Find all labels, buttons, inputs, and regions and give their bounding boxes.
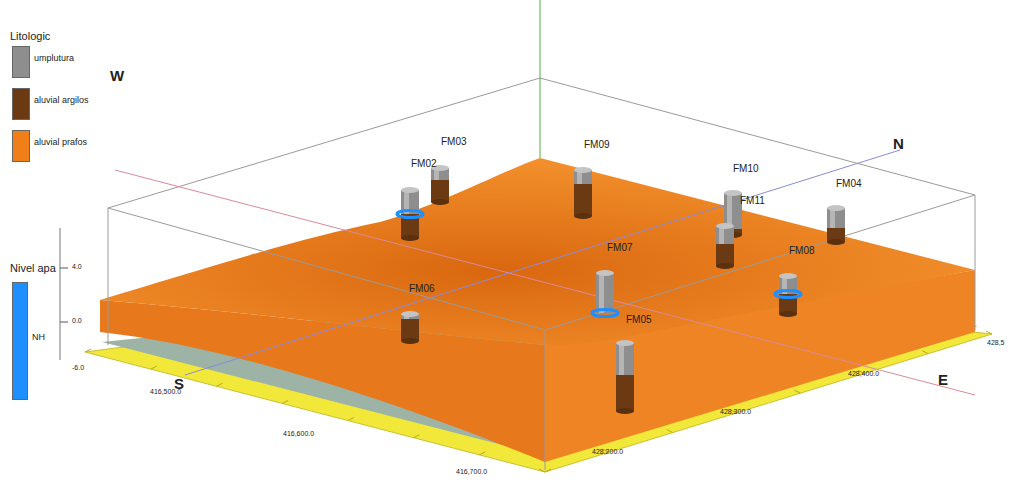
axis-tick xyxy=(60,322,68,323)
clay-layer xyxy=(716,244,734,266)
west-east-axis xyxy=(115,170,975,395)
grid-tick xyxy=(922,351,928,354)
fill-layer xyxy=(616,340,634,346)
legend-heading: Litologic xyxy=(10,30,50,42)
clay-layer xyxy=(431,180,449,202)
fill-layer xyxy=(574,167,592,173)
clay-layer xyxy=(779,311,797,317)
direction-label: E xyxy=(938,372,948,389)
grid-tick xyxy=(85,349,91,352)
fill-layer xyxy=(401,311,419,317)
vertical-axis xyxy=(540,0,541,158)
axis-value: 0.0 xyxy=(72,317,82,325)
clay-layer xyxy=(401,235,419,241)
legend-swatch xyxy=(12,46,30,78)
borehole-label: FM06 xyxy=(409,283,435,294)
slab-top xyxy=(100,158,975,345)
borehole xyxy=(431,165,449,205)
axis-tick xyxy=(60,268,68,269)
borehole-label: FM07 xyxy=(607,242,633,253)
clay-layer xyxy=(616,375,634,411)
fill-highlight xyxy=(619,343,624,375)
legend-text: aluvial prafos xyxy=(34,138,87,148)
fill-layer xyxy=(596,270,614,276)
fill-highlight xyxy=(599,273,604,313)
grid-tick xyxy=(282,400,288,403)
grid-coordinate: 416,500.0 xyxy=(150,388,181,396)
grid-tick xyxy=(216,383,222,386)
borehole-label: FM04 xyxy=(836,178,862,189)
borehole xyxy=(592,270,618,317)
borehole xyxy=(716,223,734,269)
elevation-axis xyxy=(60,228,61,360)
legend-heading: Nivel apa xyxy=(10,262,56,274)
direction-label: W xyxy=(110,68,124,85)
borehole-label: FM09 xyxy=(584,139,610,150)
grid-coordinate: 428,200.0 xyxy=(592,448,623,456)
borehole-label: FM08 xyxy=(789,245,815,256)
grid-tick xyxy=(414,435,420,438)
clay-layer xyxy=(574,213,592,219)
legend-swatch xyxy=(12,282,28,400)
clay-layer xyxy=(616,408,634,414)
borehole-label: FM11 xyxy=(740,195,765,206)
grid-tick xyxy=(986,331,992,334)
clay-layer xyxy=(401,338,419,344)
clay-layer xyxy=(716,263,734,269)
legend-swatch xyxy=(12,88,30,120)
grid-coordinate: 428,300.0 xyxy=(720,408,751,416)
legend-text: umplutura xyxy=(34,54,74,64)
grid-tick xyxy=(151,366,157,369)
fill-layer xyxy=(401,187,419,193)
borehole xyxy=(616,340,634,414)
fill-layer xyxy=(724,190,742,196)
grid-tick xyxy=(348,418,354,421)
borehole xyxy=(827,205,845,245)
borehole xyxy=(574,167,592,219)
clay-layer xyxy=(401,319,419,341)
fill-layer xyxy=(779,273,797,279)
borehole-label: FM05 xyxy=(626,314,652,325)
axis-value: -6.0 xyxy=(72,364,84,372)
bounding-box xyxy=(108,78,975,470)
clay-layer xyxy=(431,199,449,205)
borehole-label: FM10 xyxy=(733,163,759,174)
grid-coordinate: 416,700.0 xyxy=(456,468,487,476)
south-north-axis xyxy=(185,150,900,375)
grid-coordinate: 428,400.0 xyxy=(848,370,879,378)
grid-coordinate: 428,5 xyxy=(987,339,1005,347)
axis-value: 4.0 xyxy=(72,263,82,271)
direction-label: N xyxy=(893,136,904,153)
grid-tick xyxy=(545,469,551,472)
fill-layer xyxy=(716,223,734,229)
fill-layer xyxy=(596,273,614,313)
fill-layer xyxy=(827,205,845,211)
water-level-ring xyxy=(775,291,801,298)
fill-highlight xyxy=(830,208,835,228)
water-level-ring xyxy=(592,310,618,317)
grid-tick xyxy=(539,469,545,472)
borehole-label: FM02 xyxy=(411,158,437,169)
clay-layer xyxy=(827,239,845,245)
borehole-label: FM03 xyxy=(441,136,467,147)
water-level-ring xyxy=(397,211,423,218)
borehole xyxy=(397,187,423,241)
fill-layer xyxy=(616,343,634,375)
grid-tick xyxy=(667,430,673,433)
legend-swatch xyxy=(12,130,30,162)
legend-text: NH xyxy=(32,333,45,343)
clay-layer xyxy=(574,184,592,216)
grid-tick xyxy=(794,390,800,393)
grid-coordinate: 416,600.0 xyxy=(283,430,314,438)
legend-text: aluvial argilos xyxy=(34,96,89,106)
borehole xyxy=(401,311,419,344)
borehole xyxy=(775,273,801,317)
grid-tick xyxy=(479,452,485,455)
